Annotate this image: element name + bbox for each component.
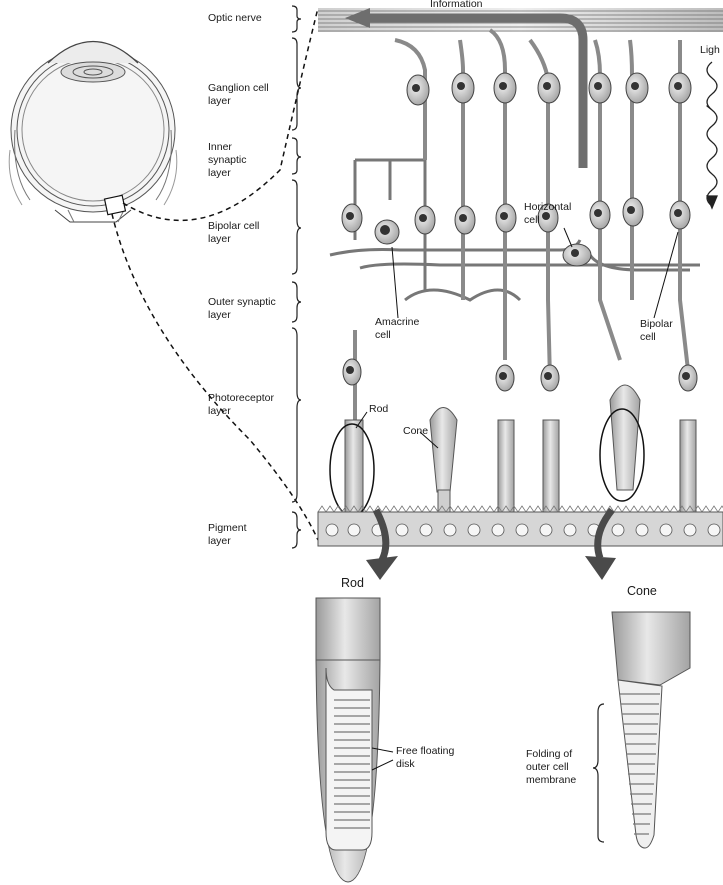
detail-arrows	[366, 507, 616, 580]
layer-brackets	[291, 5, 302, 549]
eye-cross-section	[8, 41, 178, 223]
horizontal-cell-label: Horizontal cell	[524, 201, 572, 226]
zoom-lines	[111, 7, 319, 541]
layer-label-bipolar: Bipolar cell layer	[208, 220, 260, 245]
cone-label: Cone	[403, 425, 429, 437]
free-floating-disk-label: Free floating disk	[396, 745, 455, 770]
information-arrow	[345, 8, 588, 168]
layer-label-inner-synaptic: Inner synaptic layer	[208, 141, 247, 179]
information-label: Information	[430, 0, 483, 10]
light-label: Ligh	[700, 44, 720, 56]
folding-bracket	[592, 703, 605, 843]
pointer-lines	[355, 227, 679, 449]
layer-label-optic-nerve: Optic nerve	[208, 12, 262, 24]
rod-label: Rod	[369, 403, 389, 415]
optic-nerve-fibers	[318, 8, 723, 32]
folding-membrane-label: Folding of outer cell membrane	[526, 748, 577, 786]
bipolar-cell-label: Bipolar cell	[640, 318, 673, 343]
layer-label-photoreceptor: Photoreceptor layer	[208, 392, 274, 417]
layer-label-pigment: Pigment layer	[208, 522, 247, 547]
cone-detail	[611, 611, 691, 849]
callout-ellipses	[329, 408, 645, 517]
cell-bodies	[341, 72, 698, 392]
cone-detail-title: Cone	[627, 584, 657, 598]
light-arrow	[706, 61, 718, 210]
rod-detail	[315, 597, 394, 883]
layer-label-outer-synaptic: Outer synaptic layer	[208, 296, 276, 321]
layer-label-ganglion: Ganglion cell layer	[208, 82, 269, 107]
rod-detail-title: Rod	[341, 576, 364, 590]
photoreceptor-segments	[344, 384, 697, 513]
amacrine-cell-label: Amacrine cell	[375, 316, 420, 341]
